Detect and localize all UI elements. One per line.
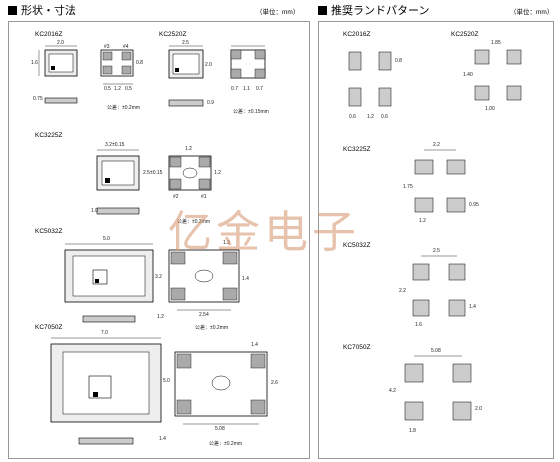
land-dim-kc2016z-d: 0.8 (395, 58, 402, 64)
land-dim-kc7050z-a: 5.08 (431, 348, 441, 354)
left-section-header: 形状・寸法 (8, 2, 76, 18)
model-label-kc7050z: KC7050Z (35, 324, 63, 331)
land-label-kc3225z: KC3225Z (343, 146, 371, 153)
model-label-kc5032z: KC5032Z (35, 228, 63, 235)
dimensions-panel: KC2016Z (8, 21, 310, 459)
dim-kc5032z-pad-a: 1.2 (223, 240, 230, 246)
model-label-kc3225z: KC3225Z (35, 132, 63, 139)
land-dim-kc5032z-c: 1.6 (415, 322, 422, 328)
land-dim-kc5032z-b: 2.2 (399, 288, 406, 294)
dim-kc3225z-pad-a: 1.2 (185, 146, 192, 152)
land-label-kc2016z: KC2016Z (343, 31, 371, 38)
land-dim-kc2520z-c: 1.40 (463, 72, 473, 78)
dim-kc2016z-side: 0.8 (136, 60, 143, 66)
tolerance-kc7050z: 公差：±0.2mm (209, 441, 243, 447)
dim-kc2016z-height: 1.6 (31, 60, 38, 66)
tolerance-kc2016z: 公差：±0.2mm (107, 105, 141, 111)
dim-kc5032z-thickness: 1.2 (157, 314, 164, 320)
dim-kc7050z-thickness: 1.4 (159, 436, 166, 442)
land-label-kc5032z: KC5032Z (343, 242, 371, 249)
tolerance-kc2520z: 公差：±0.15mm (233, 109, 269, 115)
tolerance-kc3225z: 公差：±0.2mm (177, 219, 211, 225)
left-header-text: 形状・寸法 (21, 5, 76, 17)
land-pattern-panel: KC2016Z 0.6 1.2 0.6 0.8 KC2520Z 1.85 1.0… (318, 21, 554, 459)
pin-label: #4 (123, 44, 129, 50)
dim-kc5032z-pad-c: 1.4 (242, 276, 249, 282)
land-dim-kc2016z-a: 0.6 (349, 114, 356, 120)
model-label-kc2520z: KC2520Z (159, 31, 187, 38)
pin-label: #3 (104, 44, 110, 50)
dim-kc2520z-pad-b: 1.1 (243, 86, 250, 92)
dim-kc2520z-height: 2.0 (205, 62, 212, 68)
dim-kc2016z-pad3: 0.5 (125, 86, 132, 92)
pin-label: #2 (173, 194, 179, 200)
dim-kc7050z-pad-c: 2.6 (271, 380, 278, 386)
dim-kc5032z-height: 3.2 (155, 274, 162, 280)
land-dim-kc2520z-b: 1.00 (485, 106, 495, 112)
land-dim-kc7050z-b: 4.2 (389, 388, 396, 394)
land-pattern-drawings (348, 49, 522, 421)
land-dim-kc3225z-d: 0.95 (469, 202, 479, 208)
model-label-kc2016z: KC2016Z (35, 31, 63, 38)
dim-kc3225z-width: 3.2±0.15 (105, 142, 125, 148)
right-unit-label: （単位：mm） (510, 9, 554, 16)
dim-kc3225z-height: 2.5±0.15 (143, 170, 163, 176)
land-label-kc7050z: KC7050Z (343, 344, 371, 351)
pin-label: #1 (201, 194, 207, 200)
dim-kc2520z-pad-a: 0.7 (231, 86, 238, 92)
dim-kc5032z-width: 5.0 (103, 236, 110, 242)
tolerance-kc5032z: 公差：±0.2mm (195, 325, 229, 331)
dim-kc2520z-pad-c: 0.7 (256, 86, 263, 92)
dim-kc7050z-height: 5.0 (163, 378, 170, 384)
land-dim-kc3225z-b: 1.75 (403, 184, 413, 190)
land-dim-kc2016z-c: 0.6 (381, 114, 388, 120)
square-bullet-icon (8, 6, 17, 15)
land-dim-kc7050z-d: 2.0 (475, 406, 482, 412)
dim-kc2520z-thickness: 0.9 (207, 100, 214, 106)
dim-kc5032z-pitch: 2.54 (199, 312, 209, 318)
land-label-kc2520z: KC2520Z (451, 31, 479, 38)
dim-kc2016z-pad1: 0.5 (104, 86, 111, 92)
dim-kc2016z-pad2: 1.2 (114, 86, 121, 92)
land-dim-kc3225z-a: 2.2 (433, 142, 440, 148)
dim-kc2016z-thickness: 0.75 (33, 96, 43, 102)
right-header-text: 推奨ランドパターン (331, 5, 430, 17)
dim-kc7050z-width: 7.0 (101, 330, 108, 336)
dim-kc7050z-pitch: 5.08 (215, 426, 225, 432)
dim-kc3225z-thickness: 1.0 (91, 208, 98, 214)
land-dim-kc7050z-c: 1.8 (409, 428, 416, 434)
land-dim-kc5032z-d: 1.4 (469, 304, 476, 310)
land-dim-kc2520z-a: 1.85 (491, 40, 501, 46)
dim-kc7050z-pad-a: 1.4 (251, 342, 258, 348)
dimension-drawings (38, 45, 268, 445)
dim-kc2016z-width: 2.0 (57, 40, 64, 46)
left-unit-label: （単位：mm） (256, 9, 300, 16)
land-dim-kc5032z-a: 2.5 (433, 248, 440, 254)
dim-kc3225z-pad-b: 1.2 (214, 170, 221, 176)
land-dim-kc2016z-b: 1.2 (367, 114, 374, 120)
dim-kc2520z-width: 2.5 (182, 40, 189, 46)
land-dim-kc3225z-c: 1.2 (419, 218, 426, 224)
right-section-header: 推奨ランドパターン (318, 2, 429, 18)
square-bullet-icon (318, 6, 327, 15)
